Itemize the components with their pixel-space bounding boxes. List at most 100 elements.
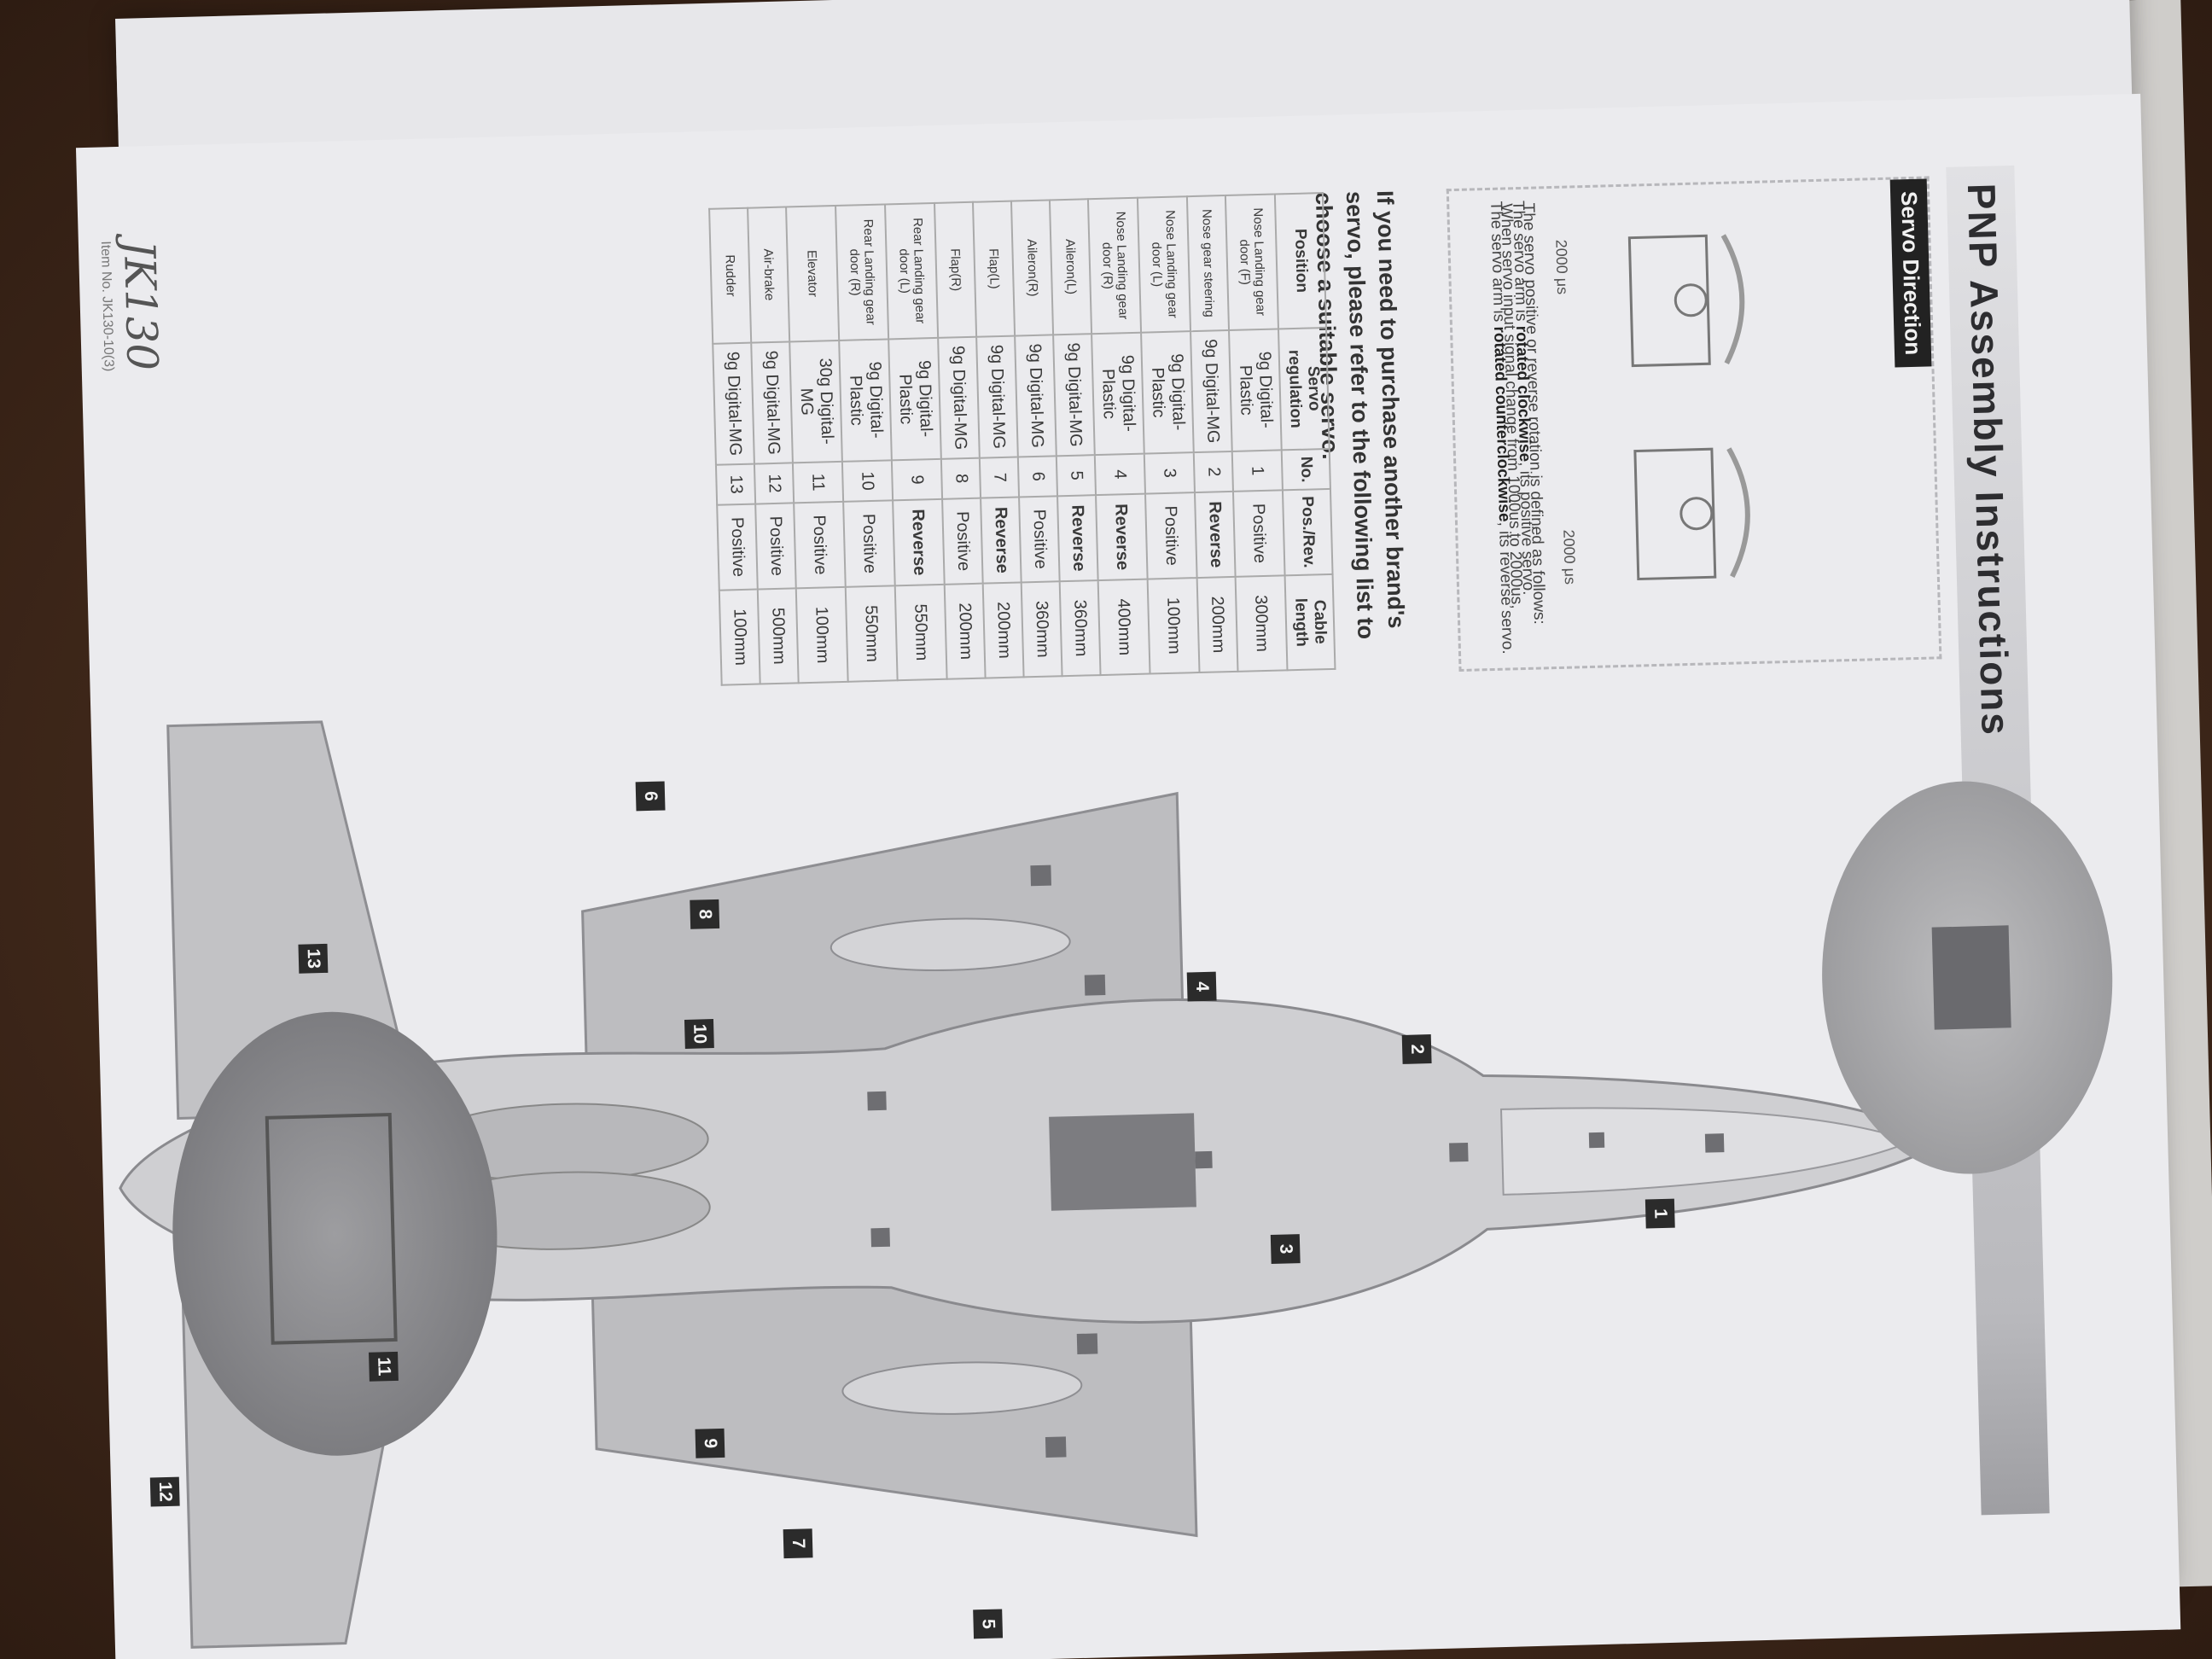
pw-left-label: 2000 μs bbox=[1552, 239, 1572, 295]
table-header-cell: Pos./Rev. bbox=[1282, 488, 1333, 576]
page-sheet: PNP Assembly Instructions Servo Directio… bbox=[75, 0, 2181, 1659]
servo-direction-tag: Servo Direction bbox=[1889, 178, 1932, 368]
table-cell: 200mm bbox=[1196, 576, 1238, 673]
table-cell: 12 bbox=[754, 463, 795, 504]
table-cell: 9g Digital-Plastic bbox=[1091, 332, 1144, 456]
table-cell: 9g Digital-MG bbox=[713, 342, 754, 465]
table-header-cell: Cable length bbox=[1284, 573, 1336, 671]
table-cell: 7 bbox=[979, 457, 1020, 498]
table-body: Nose Landing gear door (F)9g Digital-Pla… bbox=[709, 194, 1288, 685]
table-cell: 3 bbox=[1144, 452, 1195, 494]
table-cell: Positive bbox=[755, 503, 796, 590]
table-cell: Nose Landing gear door (L) bbox=[1137, 196, 1191, 333]
table-cell: 100mm bbox=[1147, 577, 1200, 674]
table-cell: Air-brake bbox=[748, 207, 790, 343]
table-cell: 9g Digital-MG bbox=[976, 335, 1018, 458]
table-cell: 8 bbox=[940, 457, 981, 499]
callout-8: 8 bbox=[690, 899, 720, 929]
table-cell: Aileron(L) bbox=[1049, 199, 1092, 335]
table-cell: 9g Digital-MG bbox=[751, 341, 793, 464]
table-cell: 13 bbox=[715, 463, 756, 505]
table-cell: Positive bbox=[717, 504, 758, 591]
table-cell: Nose Landing gear door (R) bbox=[1087, 197, 1142, 334]
table-cell: Nose Landing gear door (F) bbox=[1225, 194, 1278, 330]
callout-10: 10 bbox=[684, 1019, 714, 1049]
pw-right-label: 2000 μs bbox=[1560, 529, 1579, 585]
callout-4: 4 bbox=[1186, 971, 1217, 1002]
table-cell: 360mm bbox=[1059, 579, 1101, 677]
table-cell: Positive bbox=[942, 498, 983, 585]
table-cell: 9g Digital-Plastic bbox=[839, 338, 892, 463]
table-cell: 200mm bbox=[982, 582, 1024, 678]
callout-12: 12 bbox=[149, 1476, 180, 1507]
table-cell: 100mm bbox=[795, 586, 848, 684]
table-cell: 5 bbox=[1056, 455, 1097, 497]
table-cell: Elevator bbox=[786, 205, 840, 341]
callout-1: 1 bbox=[1644, 1198, 1675, 1229]
callout-2: 2 bbox=[1401, 1034, 1432, 1064]
table-cell: Flap(R) bbox=[934, 201, 977, 338]
table-cell: 2 bbox=[1193, 451, 1233, 492]
table-cell: Aileron(R) bbox=[1010, 200, 1054, 336]
rotation-arrow-icon bbox=[1720, 234, 1745, 365]
table-cell: 1 bbox=[1231, 450, 1283, 492]
manual-page: PNP Assembly Instructions Servo Directio… bbox=[75, 93, 2181, 1659]
open-book: PNP Assembly Instructions Servo Directio… bbox=[75, 0, 2212, 1659]
brand-logo: JK130 bbox=[114, 239, 167, 371]
table-cell: Rudder bbox=[709, 207, 752, 344]
table-cell: Positive bbox=[794, 501, 846, 589]
servo-diagram-icon bbox=[1627, 234, 1750, 581]
table-cell: Reverse bbox=[1194, 491, 1236, 578]
table-cell: Positive bbox=[1019, 496, 1060, 583]
table-cell: 9g Digital-MG bbox=[1053, 333, 1095, 457]
table-cell: Reverse bbox=[1096, 493, 1148, 580]
table-cell: Positive bbox=[1232, 490, 1285, 577]
rule3-a: The servo arm is bbox=[1509, 200, 1530, 322]
callout-9: 9 bbox=[695, 1428, 725, 1458]
table-cell: 9g Digital-Plastic bbox=[1141, 330, 1194, 454]
table-cell: 9g Digital-MG bbox=[938, 336, 980, 460]
callout-6: 6 bbox=[635, 781, 666, 812]
table-cell: Nose gear steering bbox=[1186, 195, 1230, 331]
table-cell: 9g Digital-MG bbox=[1190, 329, 1232, 453]
table-cell: 9g Digital-Plastic bbox=[888, 337, 941, 461]
table-cell: 550mm bbox=[845, 585, 898, 682]
callout-13: 13 bbox=[298, 943, 329, 974]
table-cell: 100mm bbox=[719, 589, 760, 685]
table-cell: Rear Landing gear door (L) bbox=[885, 202, 939, 339]
rule3-b: rotated clockwise bbox=[1512, 325, 1534, 463]
table-cell: 10 bbox=[841, 460, 894, 502]
table-cell: Reverse bbox=[893, 498, 945, 586]
table-header-cell: Position bbox=[1274, 193, 1326, 329]
table-cell: Flap(L) bbox=[972, 201, 1016, 337]
table-cell: 9g Digital-Plastic bbox=[1229, 328, 1282, 452]
table-cell: 300mm bbox=[1235, 575, 1288, 672]
table-cell: 11 bbox=[792, 462, 844, 504]
callout-11: 11 bbox=[369, 1351, 399, 1382]
table-cell: 500mm bbox=[757, 588, 799, 684]
table-cell: Positive bbox=[843, 500, 895, 587]
rule4-c: , its reverse servo. bbox=[1495, 521, 1517, 655]
rule3-c: , its positive servo. bbox=[1516, 461, 1538, 596]
table-cell: 9 bbox=[891, 459, 943, 501]
table-header-cell: Servo regulation bbox=[1278, 327, 1330, 451]
table-cell: 550mm bbox=[894, 584, 947, 681]
brand-sub: Item No. JK130-10(3) bbox=[97, 241, 116, 372]
callout-5: 5 bbox=[973, 1609, 1004, 1639]
page-title: PNP Assembly Instructions bbox=[1959, 183, 2018, 737]
table-cell: 30g Digital-MG bbox=[789, 340, 842, 463]
table-header-cell: No. bbox=[1281, 449, 1330, 491]
table-cell: Reverse bbox=[1057, 494, 1098, 582]
table-cell: Reverse bbox=[981, 497, 1022, 584]
rule4-a: The servo arm is bbox=[1487, 201, 1508, 323]
table-cell: 200mm bbox=[944, 583, 986, 679]
callout-3: 3 bbox=[1270, 1234, 1301, 1265]
table-cell: Positive bbox=[1145, 492, 1197, 579]
table-cell: 6 bbox=[1017, 456, 1058, 498]
table-cell: Rear Landing gear door (R) bbox=[835, 204, 889, 341]
rule4-b: rotated counterclockwise bbox=[1490, 326, 1514, 522]
table-cell: 4 bbox=[1094, 453, 1146, 495]
servo-direction-box: Servo Direction 2000 μs 2000 μs The serv… bbox=[1446, 176, 1942, 672]
